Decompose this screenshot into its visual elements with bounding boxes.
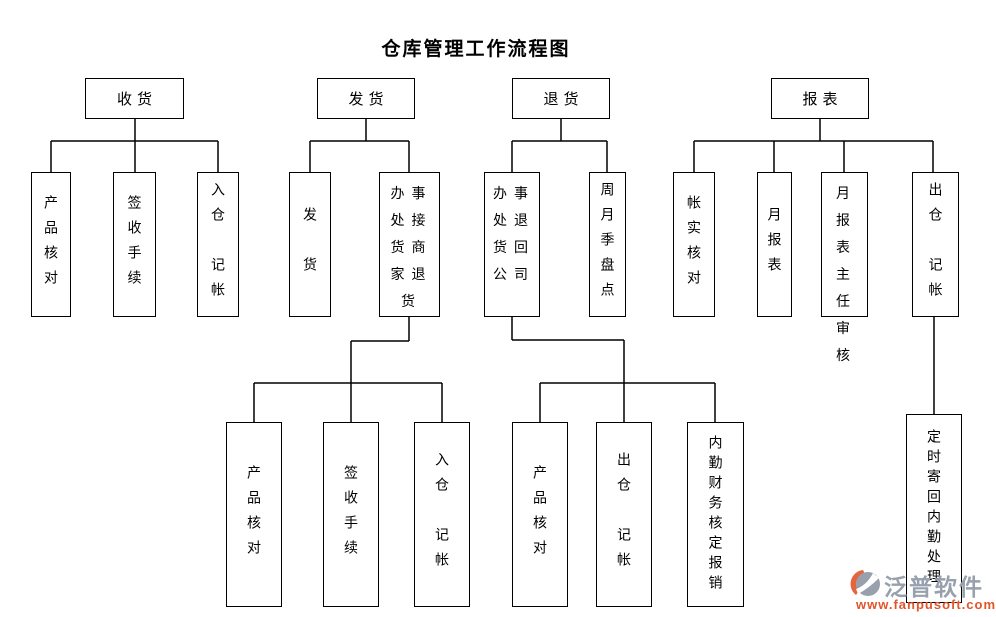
node-warehouse-out-bookkeeping-reports: 出仓 记帐	[912, 172, 959, 317]
node-label: 出仓 记帐	[616, 452, 633, 577]
watermark: 泛普软件 www.fanpusoft.com	[850, 566, 996, 616]
page-title: 仓库管理工作流程图	[381, 39, 571, 60]
group-receiving: 收货	[85, 78, 184, 119]
group-reports-label: 报表	[802, 91, 843, 108]
group-shipping: 发货	[317, 78, 415, 119]
node-monthly-report-director-review: 月报表主任审核	[821, 172, 868, 363]
node-label: 发 货	[302, 207, 319, 282]
group-shipping-label: 发货	[348, 91, 389, 108]
node-label: 办事处接货商家退货	[390, 185, 433, 309]
node-warehouse-out-bookkeeping-returns: 出仓 记帐	[596, 422, 652, 607]
node-scheduled-mail-back-internal-processing: 定时寄回内勤处理	[906, 414, 962, 603]
node-label: 出仓 记帐	[927, 182, 944, 307]
node-office-receive-merchant-return: 办事处接货商家退货	[379, 172, 440, 317]
watermark-url: www.fanpusoft.com	[856, 597, 996, 612]
node-label: 签收手续	[343, 464, 360, 565]
node-label: 入仓 记帐	[434, 452, 451, 577]
node-internal-finance-approve-reimburse: 内勤财务核定报销	[687, 422, 744, 607]
group-returns: 退货	[512, 78, 610, 119]
node-label: 月报表主任审核	[836, 185, 857, 363]
node-label: 产品核对	[246, 464, 263, 565]
node-product-check-returns: 产品核对	[512, 422, 568, 607]
node-label: 产品核对	[43, 194, 60, 295]
node-sign-procedure-shipping: 签收手续	[323, 422, 379, 607]
node-sign-procedure-receiving: 签收手续	[113, 172, 156, 317]
node-monthly-report: 月报表	[757, 172, 792, 317]
node-office-return-to-company: 办事处退货回公司	[484, 172, 540, 317]
node-label: 定时寄回内勤处理	[926, 428, 943, 589]
node-label: 签收手续	[126, 194, 143, 295]
group-reports: 报表	[771, 78, 869, 119]
group-returns-label: 退货	[543, 91, 584, 108]
node-warehouse-in-bookkeeping-receiving: 入仓 记帐	[197, 172, 239, 317]
node-label: 月报表	[766, 207, 783, 282]
node-product-check-shipping: 产品核对	[226, 422, 282, 607]
node-label: 入仓 记帐	[210, 182, 227, 307]
group-receiving-label: 收货	[116, 91, 157, 108]
fanpu-logo-icon	[850, 570, 880, 596]
watermark-brand: 泛普软件	[884, 574, 984, 600]
node-warehouse-in-bookkeeping-shipping: 入仓 记帐	[414, 422, 470, 607]
node-ship-goods: 发 货	[289, 172, 331, 317]
node-label: 产品核对	[532, 464, 549, 565]
node-product-check-receiving: 产品核对	[31, 172, 71, 317]
node-label: 周月季盘点	[599, 182, 616, 307]
node-label: 办事处退货回公司	[493, 185, 535, 282]
node-periodic-inventory-check: 周月季盘点	[589, 172, 626, 317]
node-label: 帐实核对	[686, 194, 703, 295]
node-account-reality-check: 帐实核对	[673, 172, 715, 317]
node-label: 内勤财务核定报销	[707, 434, 724, 595]
